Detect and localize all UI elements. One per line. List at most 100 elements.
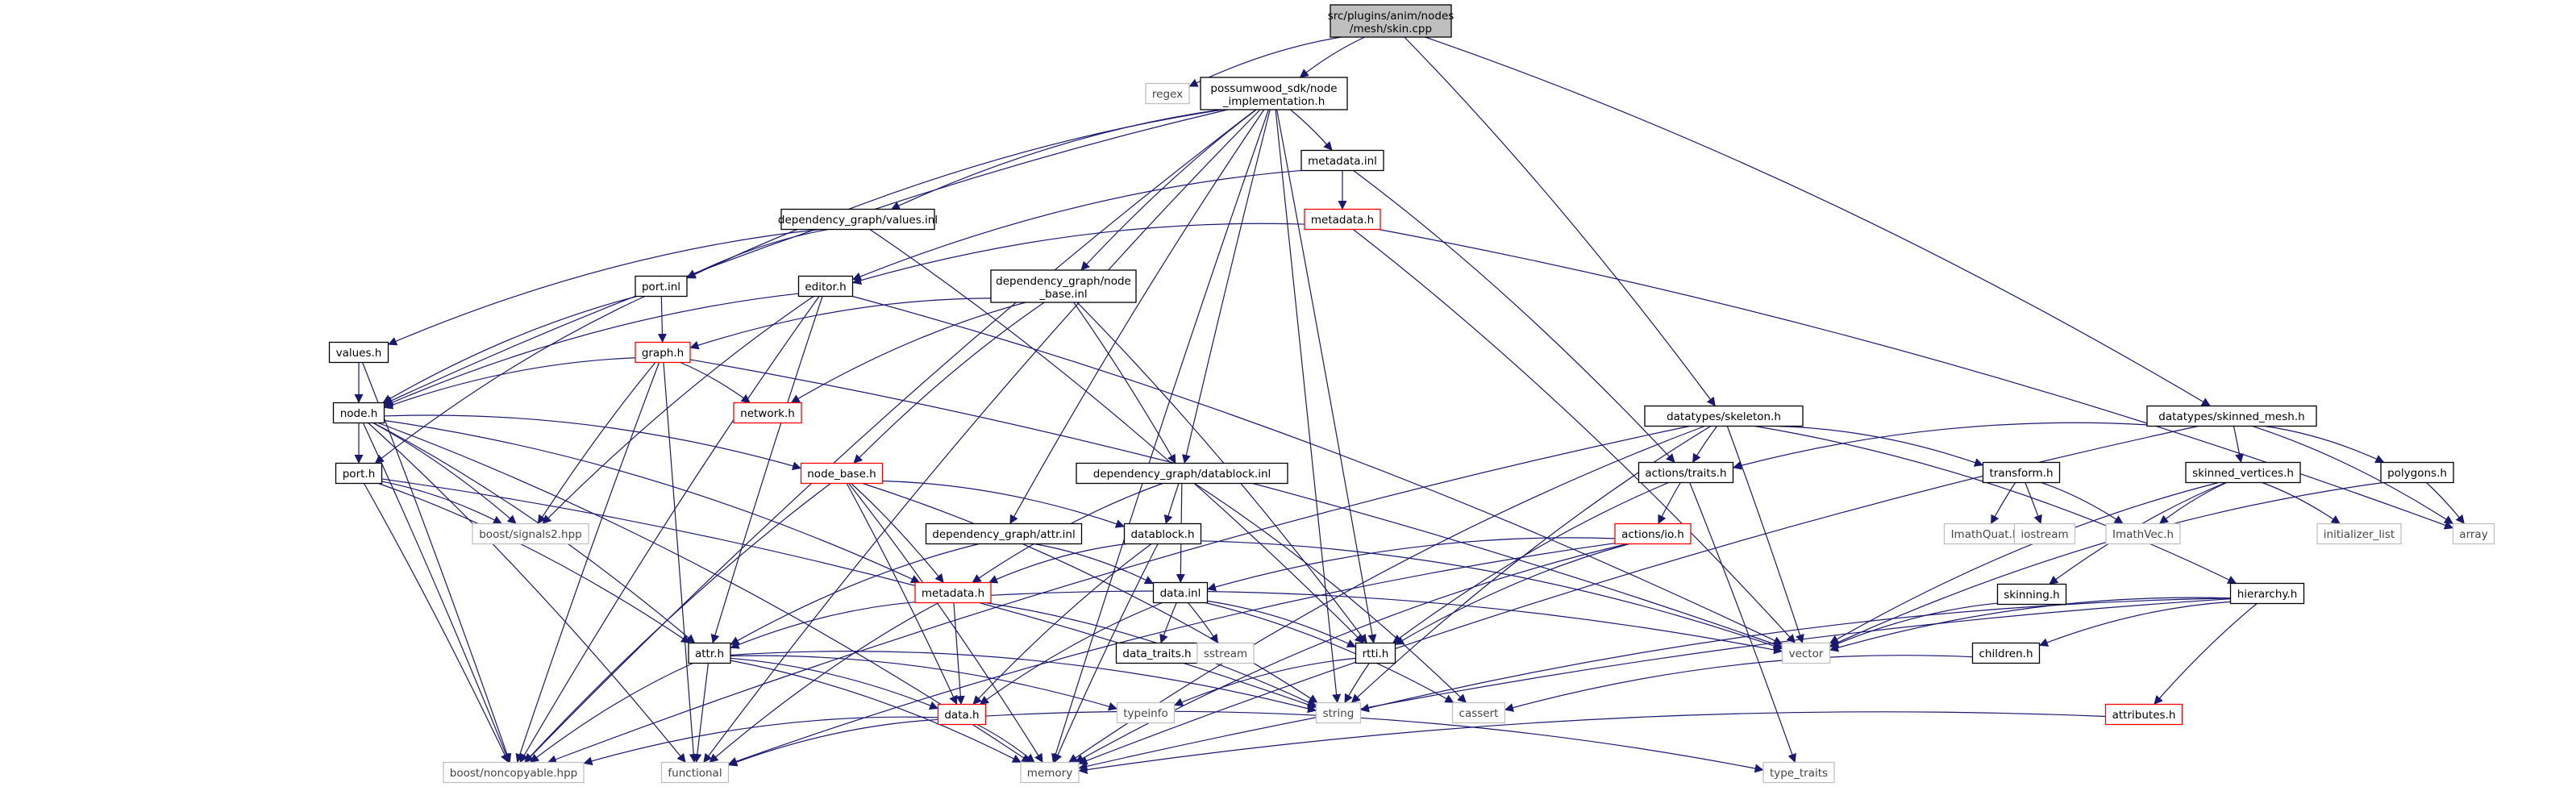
- node-port-inl[interactable]: port.inl: [635, 275, 688, 298]
- node-metadata-h-top[interactable]: metadata.h: [1304, 208, 1381, 231]
- node-iostream[interactable]: iostream: [2013, 522, 2076, 545]
- node-box: [1300, 149, 1384, 172]
- node-polygons-h[interactable]: polygons.h: [2380, 461, 2454, 484]
- node-skeleton-h[interactable]: datatypes/skeleton.h: [1644, 405, 1804, 427]
- node-graph-h[interactable]: graph.h: [635, 341, 691, 364]
- edge-port-inl-to-port-h: [374, 295, 646, 464]
- node-string[interactable]: string: [1315, 701, 1362, 724]
- node-data-traits-h[interactable]: data_traits.h: [1115, 642, 1199, 664]
- edge-node-impl-to-datablock-inl: [1182, 109, 1271, 464]
- node-regex[interactable]: regex: [1145, 82, 1190, 105]
- edge-datablock-inl-to-cassert: [1194, 482, 1467, 703]
- node-actions-traits-h[interactable]: actions/traits.h: [1638, 461, 1734, 484]
- edge-graph-h-to-noncopyable: [515, 362, 660, 764]
- edge-skeleton-h-to-actions-traits-h: [1692, 426, 1718, 463]
- node-box: [800, 462, 884, 485]
- node-metadata-h-mid[interactable]: metadata.h: [914, 581, 992, 604]
- node-box: [2380, 461, 2454, 484]
- edge-actions-traits-h-to-rtti-h: [1392, 481, 1669, 643]
- node-transform-h[interactable]: transform.h: [1982, 461, 2061, 484]
- node-attributes-h[interactable]: attributes.h: [2104, 703, 2183, 726]
- edge-node-impl-to-functional: [703, 109, 1261, 763]
- node-editor-h[interactable]: editor.h: [797, 275, 854, 298]
- node-skinning-h[interactable]: skinning.h: [1996, 583, 2067, 606]
- node-node-base-h[interactable]: node_base.h: [800, 462, 884, 485]
- edge-node-base-h-to-datablock-h: [882, 480, 1126, 528]
- edge-attributes-h-to-memory: [1078, 711, 2106, 775]
- node-label: data.inl: [1160, 587, 1201, 600]
- node-box: [1116, 701, 1176, 724]
- node-box: [1781, 642, 1831, 664]
- node-box: [1315, 701, 1362, 724]
- edge-attr-h-to-functional: [693, 663, 710, 764]
- node-label: datatypes/skinned_mesh.h: [2158, 410, 2304, 423]
- node-imathquat[interactable]: ImathQuat.h: [1943, 522, 2027, 545]
- edge-graph-h-to-network-h: [680, 361, 751, 403]
- node-box: [660, 761, 730, 784]
- edge-node-base-inl-to-rtti-h: [1076, 302, 1367, 643]
- node-box: [1355, 642, 1396, 664]
- node-cassert[interactable]: cassert: [1451, 701, 1506, 724]
- edge-hierarchy-h-to-memory: [1078, 598, 2231, 771]
- node-node-base-inl[interactable]: dependency_graph/node_base.inl: [990, 269, 1137, 303]
- node-label: values.h: [336, 347, 382, 360]
- edge-rtti-h-to-typeinfo: [1173, 657, 1356, 706]
- node-actions-io-h[interactable]: actions/io.h: [1614, 522, 1692, 545]
- edge-skinned-mesh-h-to-polygons-h: [2264, 425, 2385, 464]
- node-node-h[interactable]: node.h: [332, 402, 385, 424]
- edge-hierarchy-h-to-attributes-h: [2154, 603, 2258, 705]
- node-attr-h[interactable]: attr.h: [688, 642, 731, 664]
- edge-node-impl-to-memory: [1051, 109, 1269, 764]
- node-initializer-list[interactable]: initializer_list: [2316, 522, 2402, 545]
- node-label: datatypes/skeleton.h: [1667, 410, 1781, 423]
- node-metadata-inl[interactable]: metadata.inl: [1300, 149, 1384, 172]
- node-data-inl[interactable]: data.inl: [1152, 581, 1209, 604]
- node-signals2[interactable]: boost/signals2.hpp: [472, 522, 589, 545]
- node-network-h[interactable]: network.h: [733, 402, 802, 424]
- node-datablock-h[interactable]: datablock.h: [1123, 522, 1202, 545]
- node-skinned-mesh-h[interactable]: datatypes/skinned_mesh.h: [2146, 405, 2317, 427]
- node-hierarchy-h[interactable]: hierarchy.h: [2229, 582, 2305, 605]
- edge-node-h-to-metadata-h-mid: [384, 419, 921, 584]
- edge-skinned-mesh-h-to-skinned-vertices-h: [2233, 426, 2244, 464]
- node-imathvec[interactable]: ImathVec.h: [2105, 522, 2181, 545]
- node-box: [937, 703, 987, 726]
- edge-port-inl-to-graph-h: [657, 296, 667, 343]
- node-box: [472, 522, 589, 545]
- node-port-h[interactable]: port.h: [335, 462, 383, 485]
- node-skinned-vertices-h[interactable]: skinned_vertices.h: [2185, 461, 2301, 484]
- node-values-h[interactable]: values.h: [328, 341, 389, 364]
- node-array[interactable]: array: [2452, 522, 2495, 545]
- node-functional[interactable]: functional: [660, 761, 730, 784]
- node-node-impl[interactable]: possumwood_sdk/node_implementation.h: [1200, 77, 1348, 110]
- edge-data-inl-to-data-traits-h: [1159, 602, 1177, 644]
- edge-datablock-h-to-memory: [1054, 543, 1159, 764]
- node-box: [1943, 522, 2027, 545]
- node-box: [635, 341, 691, 364]
- node-label: node.h: [340, 407, 378, 420]
- node-typeinfo[interactable]: typeinfo: [1116, 701, 1176, 724]
- node-box: [1304, 208, 1381, 231]
- node-datablock-inl[interactable]: dependency_graph/datablock.inl: [1076, 462, 1288, 485]
- edge-data-inl-to-cassert: [1205, 602, 1454, 704]
- edge-metadata-h-top-to-array: [1378, 228, 2454, 530]
- node-noncopyable[interactable]: boost/noncopyable.hpp: [443, 761, 585, 784]
- edge-metadata-h-mid-to-attr-h: [730, 602, 916, 649]
- node-children-h[interactable]: children.h: [1971, 642, 2041, 664]
- node-rtti-h[interactable]: rtti.h: [1355, 642, 1396, 664]
- node-values-inl[interactable]: dependency_graph/values.inl: [778, 208, 938, 231]
- node-memory[interactable]: memory: [1020, 761, 1080, 784]
- node-box: [2229, 582, 2305, 605]
- node-type-traits[interactable]: type_traits: [1762, 761, 1835, 784]
- edge-port-h-to-signals2: [381, 481, 502, 525]
- edge-node-h-to-attr-h: [372, 422, 696, 643]
- edge-metadata-inl-to-actions-traits-h: [1353, 170, 1675, 463]
- node-attr-inl[interactable]: dependency_graph/attr.inl: [925, 522, 1083, 545]
- node-sstream[interactable]: sstream: [1196, 642, 1255, 664]
- edge-node-impl-to-node-h: [384, 109, 1228, 405]
- node-skin[interactable]: src/plugins/anim/nodes/mesh/skin.cpp: [1328, 4, 1454, 38]
- node-box: [925, 522, 1083, 545]
- node-vector[interactable]: vector: [1781, 642, 1831, 664]
- node-data-h[interactable]: data.h: [937, 703, 987, 726]
